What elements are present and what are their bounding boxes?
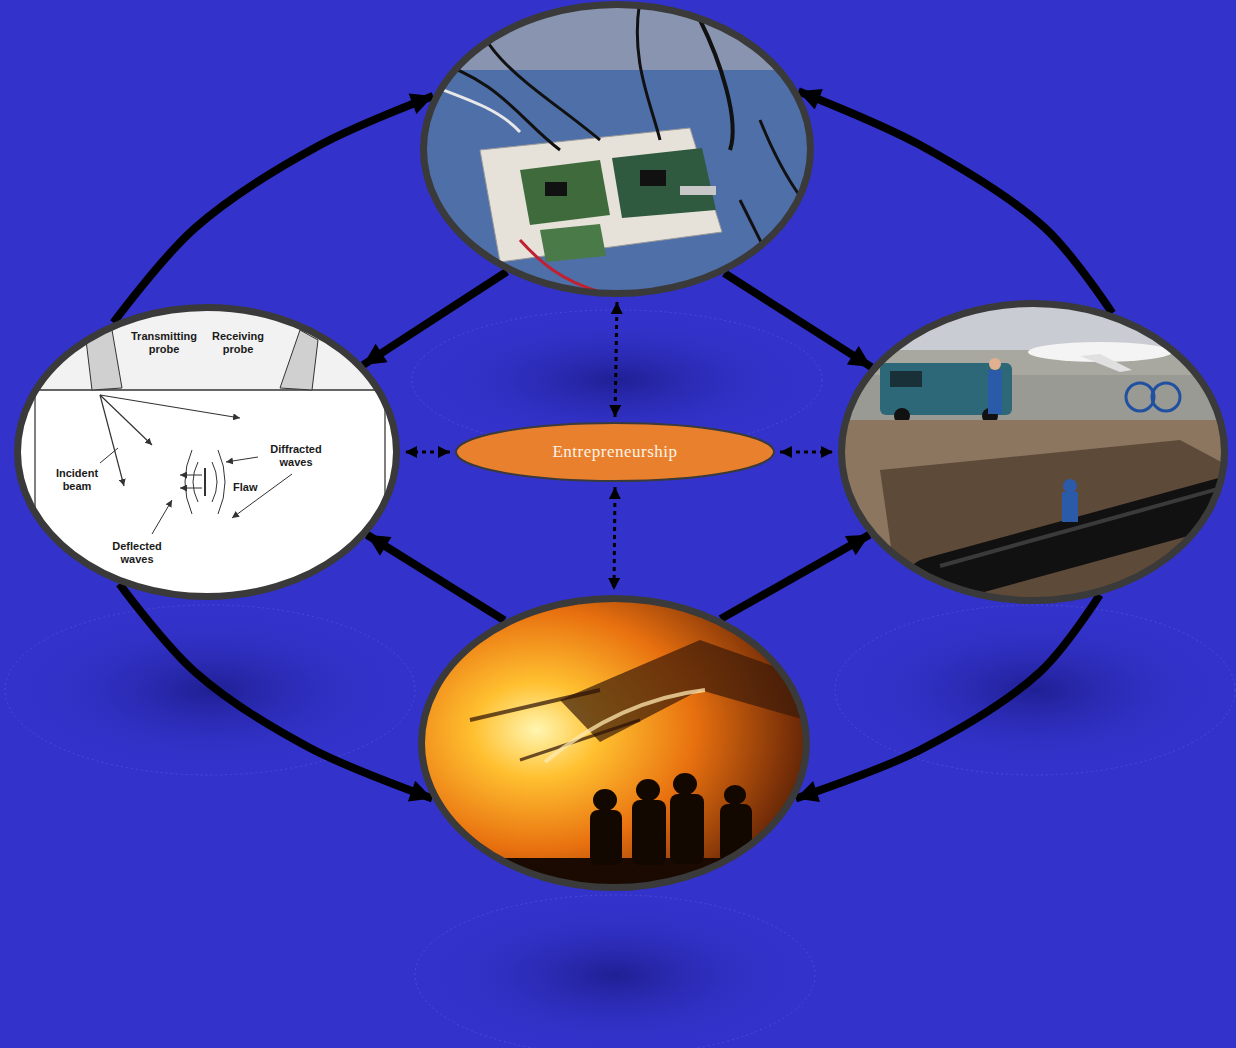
wave-arc	[212, 462, 217, 502]
ellipse-shape	[18, 308, 397, 597]
photo-ellipse	[420, 1, 814, 297]
specimen-edge	[34, 390, 36, 610]
flow-arrow	[363, 272, 507, 365]
cable	[637, 0, 660, 140]
firefighter	[724, 785, 746, 805]
ellipse-shape	[842, 304, 1225, 601]
leader-line	[226, 457, 258, 462]
photo-ground	[420, 0, 820, 300]
ellipse-outline	[838, 300, 1228, 604]
circuit-board	[520, 160, 610, 225]
illustration-label: Receiving probe	[200, 330, 276, 355]
worker-head	[1063, 479, 1077, 493]
ellipse-shape	[456, 423, 774, 481]
fire-photo	[418, 595, 814, 898]
van	[880, 363, 1012, 415]
van-window	[890, 371, 922, 387]
board-plate	[480, 128, 722, 262]
worker	[988, 370, 1002, 414]
firefighter	[636, 779, 660, 801]
shadow	[5, 605, 415, 775]
node-label: Entrepreneurship	[552, 442, 677, 462]
shadow	[835, 605, 1235, 775]
beam	[520, 720, 640, 760]
wave-arrow	[180, 488, 202, 489]
diagram-ground	[14, 304, 404, 604]
airplane-wing	[1080, 354, 1132, 372]
electronics-photo	[420, 0, 820, 300]
illustration-label: Deflected waves	[106, 540, 168, 565]
leader-line	[152, 500, 172, 534]
leader-line	[100, 448, 118, 463]
pipeline-photo	[838, 300, 1236, 610]
water-stream	[545, 690, 705, 762]
center-ellipse: Entrepreneurship	[455, 422, 775, 482]
firefighter	[593, 789, 617, 811]
connector	[680, 186, 716, 195]
wave-arc	[185, 450, 192, 514]
flow-arrow	[798, 91, 1112, 313]
firefighters	[590, 773, 752, 865]
cable-coil	[1126, 383, 1154, 411]
shadow	[415, 895, 815, 1048]
cable	[430, 85, 520, 132]
circuit-board	[612, 148, 716, 218]
ellipse-shape	[422, 599, 807, 888]
chip	[640, 170, 666, 186]
ellipse-outline	[14, 304, 400, 600]
diagram-ellipse: Transmitting probeReceiving probeInciden…	[14, 304, 400, 600]
ellipse-shape	[424, 5, 811, 294]
worker	[1062, 492, 1078, 522]
beam-ray	[100, 395, 152, 445]
flow-arrow	[119, 584, 432, 799]
beam-ray	[100, 395, 124, 486]
flow-arrow	[796, 595, 1100, 799]
firefighter	[590, 810, 622, 865]
photo-ellipse	[418, 595, 810, 891]
leader-line	[232, 474, 292, 518]
illustration-label: Flaw	[233, 481, 257, 494]
ellipse-outline	[420, 1, 814, 297]
firefighter	[670, 794, 704, 864]
wave-arc	[218, 450, 225, 514]
wave-arc	[193, 462, 198, 502]
flow-arrow	[721, 535, 870, 619]
dotted-link	[780, 451, 833, 454]
cable	[700, 20, 733, 150]
ultrasonic-diagram	[14, 304, 404, 610]
dotted-link	[615, 302, 617, 417]
fire-glow	[418, 595, 814, 895]
illustration-label: Diffracted waves	[262, 443, 330, 468]
illustration-label: Transmitting probe	[124, 330, 204, 355]
beam	[470, 690, 600, 720]
dotted-link	[614, 487, 615, 590]
chip	[545, 182, 567, 196]
illustration-label: Incident beam	[48, 467, 106, 492]
dotted-link	[405, 451, 450, 454]
flow-arrow	[367, 535, 504, 621]
wave-arrow	[180, 475, 202, 476]
photo-ellipse	[838, 300, 1228, 604]
firefighter	[632, 800, 666, 865]
cable-coil	[1152, 383, 1180, 411]
probe-symbol	[280, 330, 318, 390]
surface-line	[35, 389, 385, 391]
pipe-highlight	[940, 484, 1236, 566]
flow-arrow	[724, 273, 871, 367]
photo-wall	[420, 0, 820, 70]
flow-arrow	[113, 96, 433, 323]
worker-head	[989, 358, 1001, 370]
firefighter	[673, 773, 697, 795]
flaw-symbol	[204, 468, 206, 496]
circuit-board	[540, 224, 606, 262]
ellipse-outline	[418, 595, 810, 891]
